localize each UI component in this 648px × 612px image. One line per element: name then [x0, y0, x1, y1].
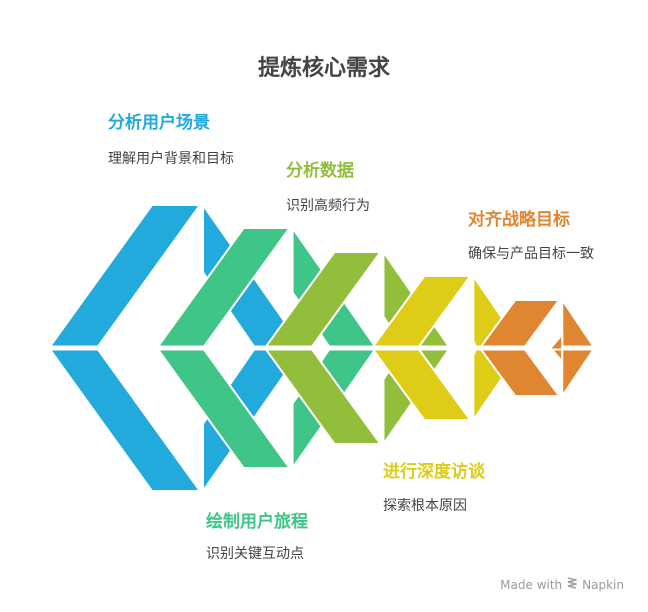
page-title: 提炼核心需求 [257, 56, 390, 81]
step-3-label: 分析数据 [286, 161, 354, 181]
step-5-segment-1 [479, 299, 562, 348]
step-1-label: 分析用户场景 [108, 113, 210, 133]
step-4-segment-2 [371, 348, 473, 421]
napkin-logo-icon [566, 576, 578, 593]
step-5-description: 确保与产品目标一致 [468, 246, 594, 262]
napkin-brand-text: Napkin [582, 577, 624, 592]
step-3-description: 识别高频行为 [286, 198, 370, 214]
step-4-description: 探索根本原因 [383, 498, 467, 514]
step-2-segment-2 [156, 348, 292, 469]
step-4-segment-1 [371, 275, 473, 348]
made-with-text: Made with [500, 577, 563, 592]
step-1-segment-2 [48, 348, 202, 492]
step-5-segment-2 [479, 348, 562, 397]
step-1-description: 理解用户背景和目标 [108, 151, 234, 167]
step-3-segment-1 [264, 251, 383, 348]
step-5-segment-4 [547, 331, 596, 400]
step-2-description: 识别关键互动点 [206, 546, 304, 562]
step-4-label: 进行深度访谈 [383, 462, 485, 482]
step-1-segment-1 [48, 204, 202, 348]
step-5-label: 对齐战略目标 [468, 210, 570, 230]
footer-attribution: Made with Napkin [500, 576, 624, 593]
step-2-label: 绘制用户旅程 [206, 512, 308, 532]
step-2-segment-1 [156, 227, 292, 348]
step-3-segment-2 [264, 348, 383, 445]
